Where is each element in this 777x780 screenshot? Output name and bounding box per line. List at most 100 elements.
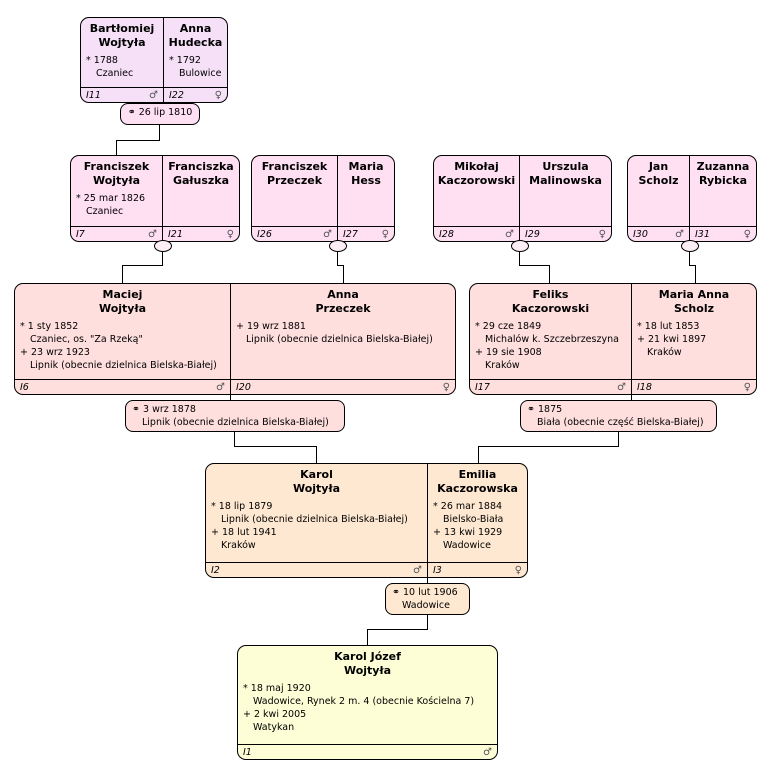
surname: Malinowska — [529, 174, 602, 187]
marriage-date: 26 lip 1810 — [138, 107, 193, 118]
detail-line: Watykan — [253, 722, 295, 733]
connector-line — [337, 265, 344, 266]
person-box-karol-wojtyla: Karol Wojtyła * 18 lip 1879 Lipnik (obec… — [205, 463, 428, 578]
marriage-symbol-icon: ⚭ — [527, 404, 535, 415]
given-name: Bartłomiej — [89, 22, 155, 35]
given-name: Mikołaj — [454, 160, 499, 173]
male-symbol-icon: ♂ — [617, 382, 626, 393]
marriage-symbol-icon: ⚭ — [392, 587, 400, 598]
person-footer: I27 ♀ — [338, 226, 394, 241]
person-name: Maria Anna Scholz — [632, 284, 756, 316]
person-box-urszula-malinowska: Urszula Malinowska I29 ♀ — [519, 155, 612, 242]
person-box-emilia-kaczorowska: Emilia Kaczorowska * 26 mar 1884 Bielsko… — [427, 463, 528, 578]
given-name: Maria — [348, 160, 384, 173]
person-details: + 19 wrz 1881 Lipnik (obecnie dzielnica … — [231, 316, 455, 346]
connector-line — [427, 615, 428, 630]
person-id: I6 — [20, 382, 29, 393]
person-name: Karol Wojtyła — [206, 464, 427, 496]
person-footer: I31 ♀ — [690, 226, 756, 241]
person-footer: I20 ♀ — [231, 379, 455, 394]
connector-line — [116, 140, 160, 141]
person-name: Urszula Malinowska — [520, 156, 611, 188]
detail-line: * 1 sty 1852 — [20, 321, 79, 332]
person-details: * 1788 Czaniec — [81, 50, 163, 80]
person-footer: I30 ♂ — [628, 226, 689, 241]
detail-line: + 19 sie 1908 — [475, 347, 542, 358]
person-details: * 18 lut 1853 + 21 kwi 1897 Kraków — [632, 316, 756, 359]
person-footer: I29 ♀ — [520, 226, 611, 241]
person-box-maria-anna-scholz: Maria Anna Scholz * 18 lut 1853 + 21 kwi… — [631, 283, 757, 395]
person-box-maria-hess: Maria Hess I27 ♀ — [337, 155, 395, 242]
connector-line — [234, 432, 235, 447]
detail-line: * 1792 — [169, 55, 201, 66]
person-name: Anna Hudecka — [164, 18, 227, 50]
given-name: Anna — [327, 288, 359, 301]
person-details: * 1792 Bulowice — [164, 50, 227, 80]
connector-line — [478, 446, 619, 447]
detail-line: + 21 kwi 1897 — [637, 334, 707, 345]
surname: Hess — [351, 174, 381, 187]
marriage-date: 1875 — [538, 404, 563, 415]
marriage-line: ⚭ 10 lut 1906 — [392, 586, 463, 599]
given-name: Zuzanna — [696, 160, 750, 173]
given-name: Maciej — [102, 288, 143, 301]
person-box-bartlomiej-wojtyla: Bartłomiej Wojtyła * 1788 Czaniec I11 ♂ — [80, 17, 164, 103]
connector-line — [162, 252, 163, 266]
detail-line: Bielsko-Biała — [443, 514, 504, 525]
surname: Wojtyła — [92, 174, 140, 187]
person-name: Karol Józef Wojtyła — [238, 646, 497, 678]
female-symbol-icon: ♀ — [743, 229, 751, 240]
connector-line — [367, 629, 428, 630]
surname: Gałuszka — [172, 174, 230, 187]
male-symbol-icon: ♂ — [413, 565, 422, 576]
marriage-box-1875: ⚭ 1875 Biała (obecnie część Bielska-Biał… — [520, 400, 717, 432]
person-name: Franciszek Przeczek — [252, 156, 337, 188]
surname: Kaczorowski — [511, 302, 590, 315]
person-box-feliks-kaczorowski: Feliks Kaczorowski * 29 cze 1849 Michaló… — [469, 283, 632, 395]
connector-line — [427, 578, 428, 584]
connector-line — [549, 265, 550, 283]
connector-line — [695, 265, 696, 283]
female-symbol-icon: ♀ — [442, 382, 450, 393]
given-name: Karol Józef — [334, 650, 401, 663]
connector-line — [689, 265, 696, 266]
male-symbol-icon: ♂ — [216, 382, 225, 393]
male-symbol-icon: ♂ — [483, 747, 492, 758]
person-name: Maria Hess — [338, 156, 394, 188]
detail-line: Czaniec — [86, 206, 124, 217]
connector-line — [316, 446, 317, 463]
given-name: Emilia — [458, 468, 497, 481]
marriage-line: ⚭ 1875 — [527, 403, 710, 416]
person-id: I30 — [633, 229, 648, 240]
connector-line — [618, 432, 619, 447]
marriage-line: ⚭ 3 wrz 1878 — [132, 403, 338, 416]
surname: Kaczorowska — [437, 482, 518, 495]
person-box-jan-scholz: Jan Scholz I30 ♂ — [627, 155, 690, 242]
detail-line: Bulowice — [179, 68, 222, 79]
person-footer: I6 ♂ — [15, 379, 230, 394]
detail-line: + 13 kwi 1929 — [433, 527, 503, 538]
person-id: I17 — [475, 382, 490, 393]
given-name: Franciszek — [83, 160, 150, 173]
surname: Kaczorowski — [437, 174, 516, 187]
surname: Wojtyła — [98, 302, 146, 315]
person-footer: I11 ♂ — [81, 87, 163, 102]
detail-line: Kraków — [485, 360, 520, 371]
given-name: Franciszka — [168, 160, 234, 173]
surname: Rybicka — [698, 174, 748, 187]
marriage-place: Lipnik (obecnie dzielnica Bielska-Białej… — [142, 417, 329, 428]
person-footer: I28 ♂ — [434, 226, 519, 241]
person-name: Franciszka Gałuszka — [163, 156, 239, 188]
detail-line: * 1788 — [86, 55, 118, 66]
person-box-anna-przeczek: Anna Przeczek + 19 wrz 1881 Lipnik (obec… — [230, 283, 456, 395]
marriage-place: Biała (obecnie część Bielska-Białej) — [537, 417, 704, 428]
surname: Przeczek — [315, 302, 371, 315]
person-name: Zuzanna Rybicka — [690, 156, 756, 188]
person-footer: I21 ♀ — [163, 226, 239, 241]
person-footer: I22 ♀ — [164, 87, 227, 102]
person-box-franciszek-wojtyla: Franciszek Wojtyła * 25 mar 1826 Czaniec… — [70, 155, 163, 242]
connector-line — [230, 395, 231, 401]
marriage-line: ⚭ 26 lip 1810 — [127, 106, 193, 119]
detail-line: Czaniec — [96, 68, 134, 79]
